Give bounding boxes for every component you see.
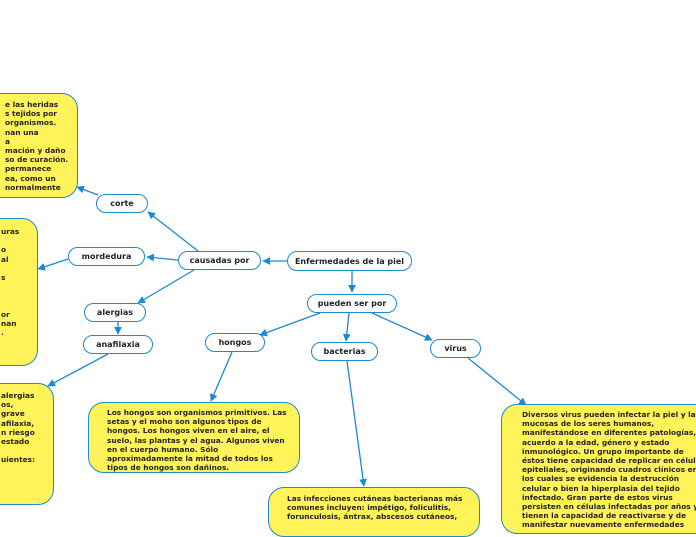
node-virus[interactable]: virus	[430, 339, 481, 358]
note-virus[interactable]: Diversos virus pueden infectar la piel y…	[501, 404, 696, 534]
node-root[interactable]: Enfermedades de la piel	[287, 251, 412, 271]
link-anafilaxia-note	[47, 353, 109, 387]
link-pueden-bacterias	[342, 312, 351, 342]
note-mordedura[interactable]: uras o al s or nan .	[0, 218, 38, 366]
node-bacterias[interactable]: bacterias	[311, 342, 378, 361]
note-hongos-text: Los hongos son organismos primitivos. La…	[107, 408, 287, 473]
node-hongos[interactable]: hongos	[205, 333, 265, 352]
node-anafilaxia[interactable]: anafilaxia	[83, 335, 153, 354]
link-causadas-corte	[147, 211, 199, 252]
link-causadas-mordedura	[146, 253, 179, 262]
note-bacterias[interactable]: Las infecciones cutáneas bacterianas más…	[268, 487, 480, 537]
link-bacterias-note	[346, 360, 367, 487]
node-alergias[interactable]: alergias	[84, 303, 146, 322]
note-mordedura-text: uras o al s or nan .	[1, 227, 20, 338]
note-hongos[interactable]: Los hongos son organismos primitivos. La…	[88, 402, 300, 473]
link-pueden-virus	[371, 312, 433, 341]
node-corte[interactable]: corte	[96, 194, 148, 213]
link-causadas-alergias	[137, 269, 195, 304]
connector-layer	[37, 185, 527, 487]
node-causadas-por[interactable]: causadas por	[178, 251, 261, 270]
note-anafilaxia[interactable]: alergias os, grave afilaxia, n riesgo es…	[0, 383, 54, 505]
link-hongos-note	[210, 351, 233, 402]
link-mordedura-note	[37, 258, 69, 271]
link-corte-note	[76, 185, 99, 196]
node-mordedura[interactable]: mordedura	[68, 247, 145, 266]
note-corte[interactable]: e las heridas s tejidos por organismos. …	[0, 93, 78, 198]
note-bacterias-text: Las infecciones cutáneas bacterianas más…	[287, 494, 463, 522]
note-anafilaxia-text: alergias os, grave afilaxia, n riesgo es…	[1, 391, 35, 465]
link-pueden-hongos	[259, 312, 321, 337]
link-virus-note	[467, 357, 527, 406]
note-virus-text: Diversos virus pueden infectar la piel y…	[522, 410, 696, 530]
note-corte-text: e las heridas s tejidos por organismos. …	[5, 100, 69, 192]
node-pueden-ser-por[interactable]: pueden ser por	[307, 294, 397, 313]
